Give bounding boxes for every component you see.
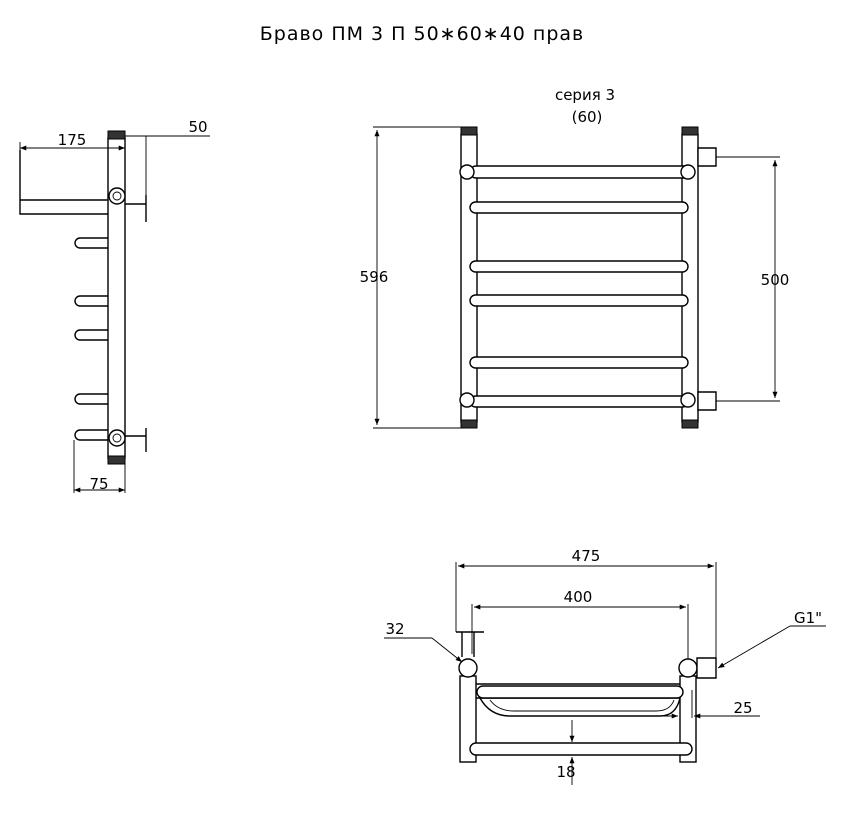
top-shelf-curve xyxy=(479,697,681,717)
front-rungs xyxy=(469,165,693,408)
side-top-connector xyxy=(108,187,126,205)
top-view: 475 400 32 G1" 25 18 xyxy=(384,547,826,785)
side-dim-bottom: 75 xyxy=(89,475,108,493)
top-dim-thread: G1" xyxy=(794,609,822,627)
top-dim-32: 32 xyxy=(385,620,404,638)
side-top-bracket xyxy=(125,195,147,222)
top-wall-bracket xyxy=(456,631,484,657)
side-post xyxy=(107,137,126,459)
top-dim-18: 18 xyxy=(556,763,575,781)
side-post-bottom-cap xyxy=(107,455,126,465)
front-dim-center: 500 xyxy=(761,271,790,289)
side-shelf xyxy=(19,150,108,215)
top-dim-total-width: 475 xyxy=(572,547,601,565)
side-bottom-bracket xyxy=(125,428,147,452)
series-line2: (60) xyxy=(572,108,603,126)
front-left-cap-bottom xyxy=(460,419,478,429)
front-dim-height: 596 xyxy=(360,268,389,286)
top-left-connector xyxy=(458,658,478,678)
top-dim-25: 25 xyxy=(733,699,752,717)
side-dim-depth: 175 xyxy=(58,131,87,149)
side-bottom-connector xyxy=(108,429,126,447)
front-top-fitting xyxy=(697,147,717,167)
side-dim-offset: 50 xyxy=(188,118,207,136)
top-right-connector xyxy=(678,658,698,678)
top-inlet-fitting xyxy=(696,657,717,679)
side-post-top-cap xyxy=(107,130,126,140)
front-bottom-fitting xyxy=(697,391,717,411)
top-dim-inner-width: 400 xyxy=(564,588,593,606)
front-left-cap-top xyxy=(460,126,478,136)
front-view: серия 3 (60) 596 xyxy=(360,86,790,429)
drawing-title: Браво ПМ 3 П 50∗60∗40 прав xyxy=(260,23,585,45)
series-line1: серия 3 xyxy=(555,86,615,104)
front-right-cap-bottom xyxy=(681,419,699,429)
side-view: 175 50 75 xyxy=(19,118,210,493)
side-rungs xyxy=(74,237,108,441)
front-right-cap-top xyxy=(681,126,699,136)
top-lower-rung xyxy=(469,742,693,756)
